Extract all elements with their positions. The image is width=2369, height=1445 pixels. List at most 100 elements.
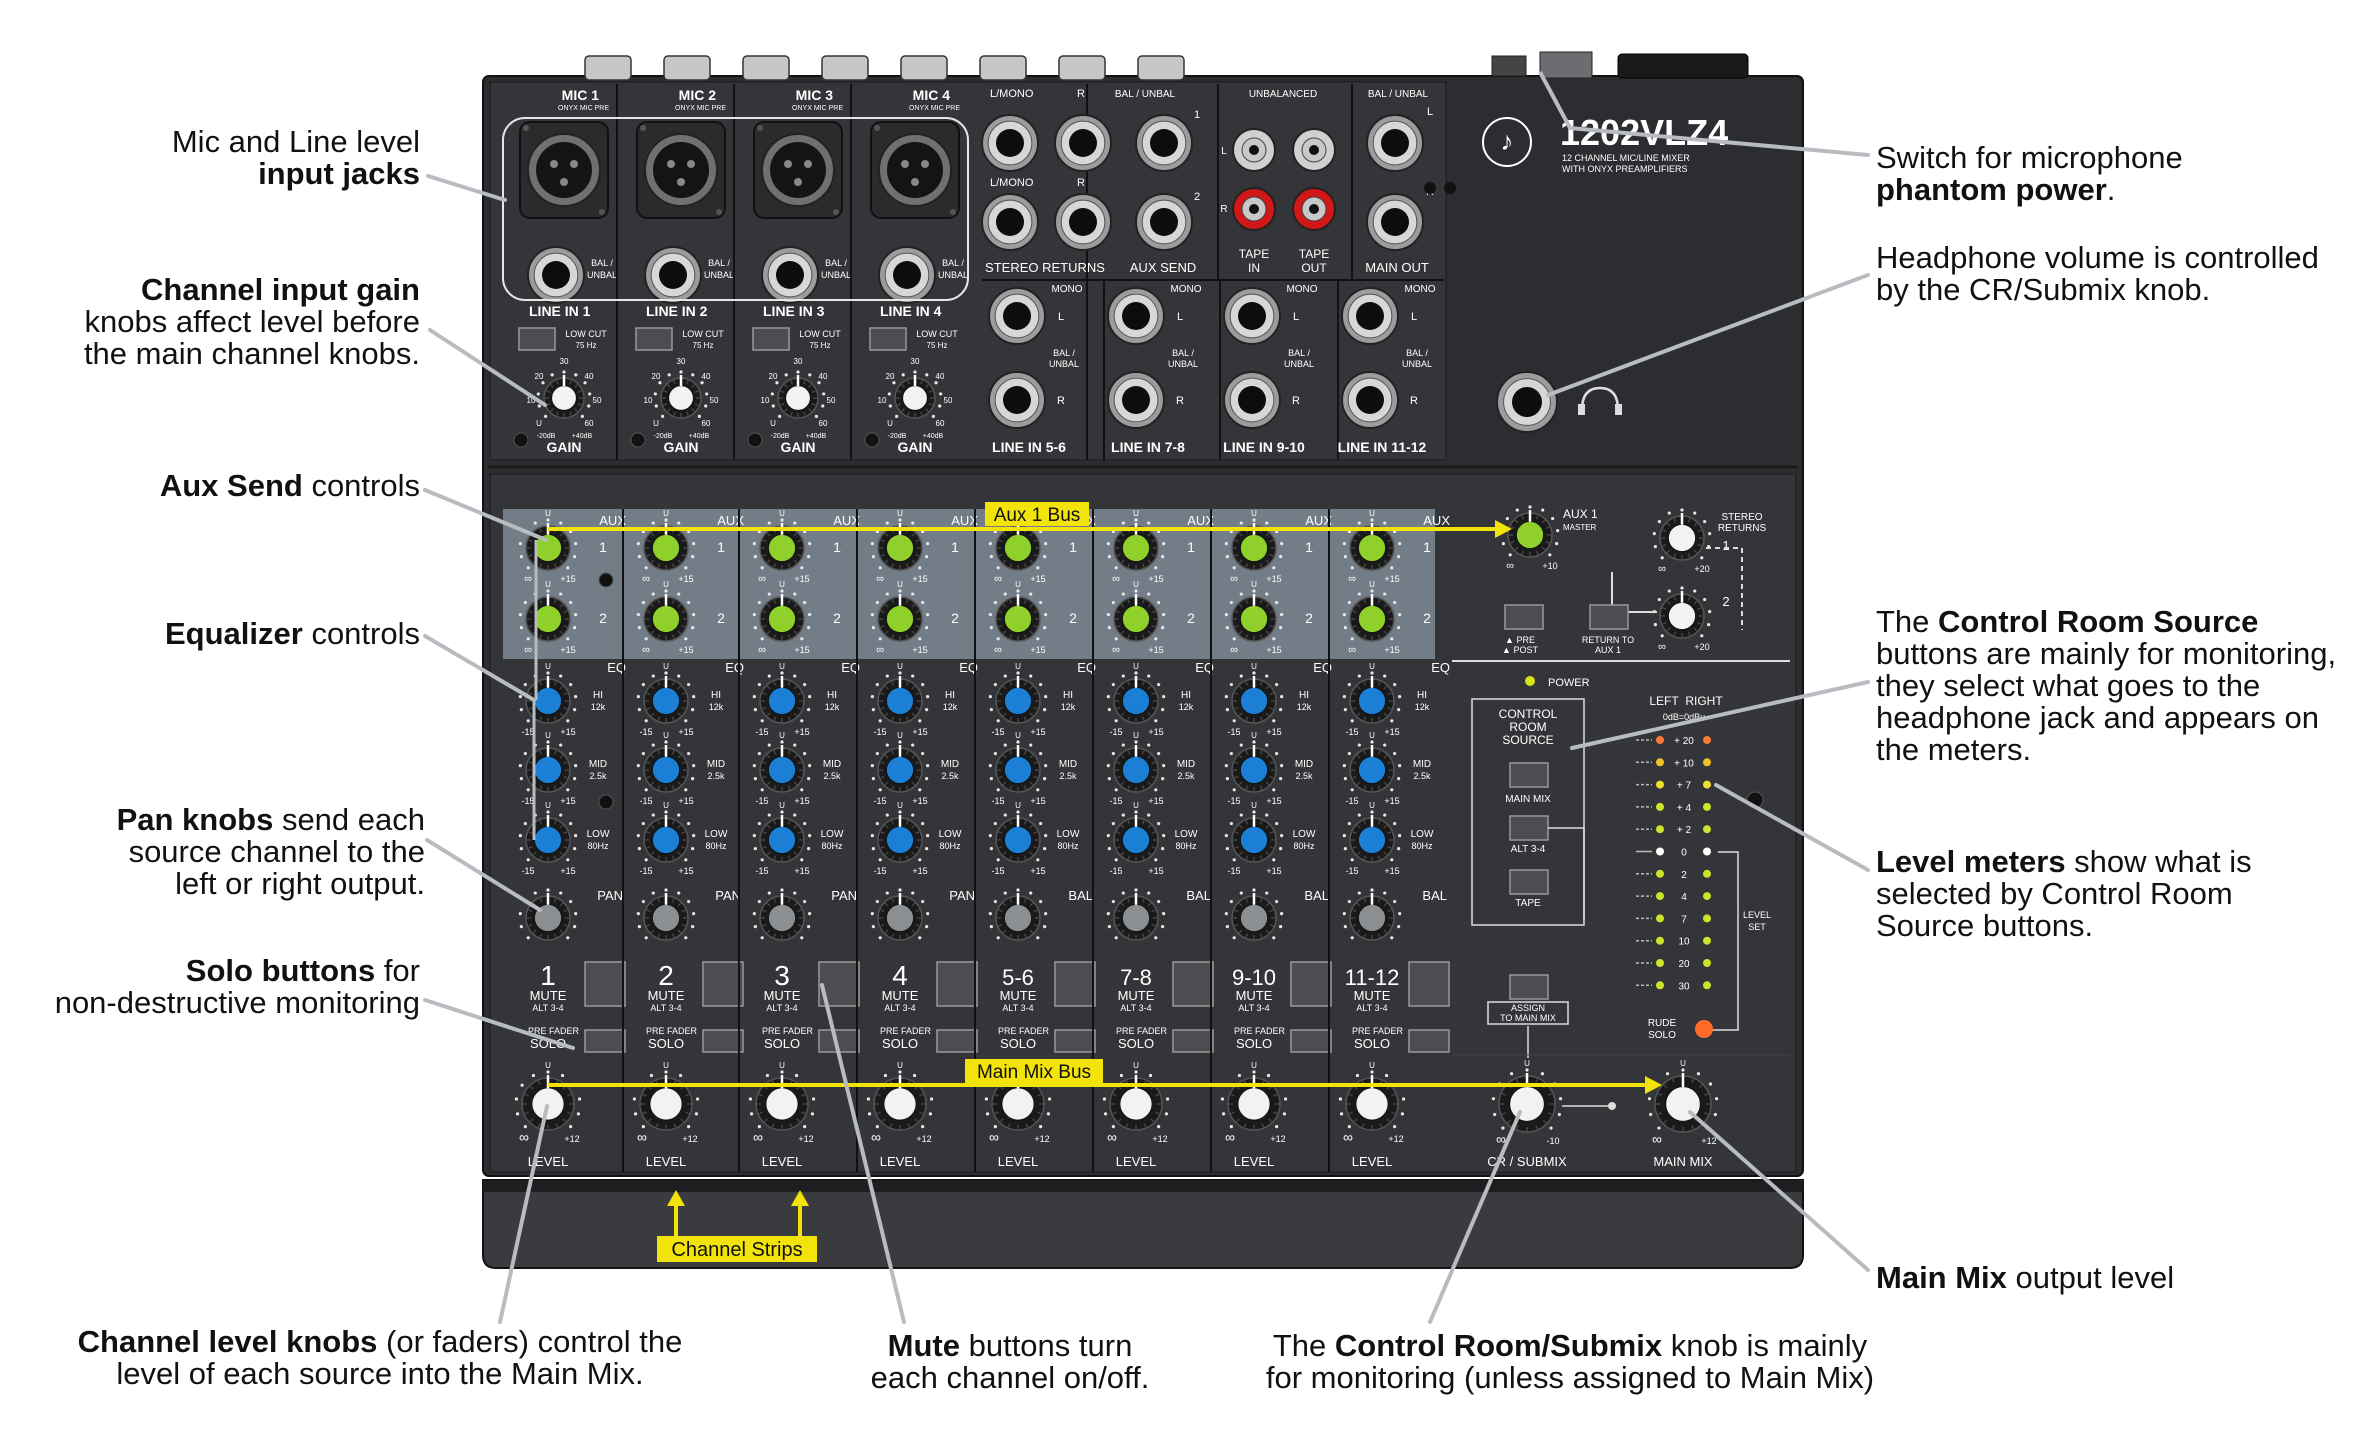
eq-low-knob[interactable] xyxy=(1342,810,1402,863)
aux1-knob[interactable] xyxy=(870,518,930,571)
aux1-master-knob[interactable] xyxy=(1500,505,1560,558)
mute-button[interactable] xyxy=(584,961,626,1007)
eq-hi-knob[interactable] xyxy=(1342,671,1402,724)
line-jack[interactable] xyxy=(878,246,936,304)
pre-post-button[interactable] xyxy=(1504,604,1544,630)
cr-submix-knob[interactable] xyxy=(1491,1068,1563,1133)
solo-button[interactable] xyxy=(584,1029,626,1053)
tape-in-rca[interactable] xyxy=(1232,128,1276,172)
pan-knob[interactable] xyxy=(1106,888,1166,941)
solo-button[interactable] xyxy=(936,1029,978,1053)
aux1-knob[interactable] xyxy=(1342,518,1402,571)
aux2-knob[interactable] xyxy=(1342,589,1402,642)
stereo-line-jack[interactable] xyxy=(1223,287,1281,345)
eq-low-knob[interactable] xyxy=(752,810,812,863)
xlr-jack[interactable] xyxy=(753,121,843,219)
xlr-jack[interactable] xyxy=(519,121,609,219)
eq-mid-knob[interactable] xyxy=(1224,740,1284,793)
stereo-line-jack[interactable] xyxy=(1107,371,1165,429)
level-knob[interactable] xyxy=(1338,1070,1406,1131)
eq-hi-knob[interactable] xyxy=(988,671,1048,724)
stereo-return-knob[interactable] xyxy=(1652,508,1712,561)
gain-knob[interactable] xyxy=(770,370,826,419)
eq-low-knob[interactable] xyxy=(1106,810,1166,863)
aux1-knob[interactable] xyxy=(1106,518,1166,571)
mute-button[interactable] xyxy=(936,961,978,1007)
stereo-return-jack[interactable] xyxy=(981,114,1039,172)
eq-mid-knob[interactable] xyxy=(752,740,812,793)
mute-button[interactable] xyxy=(1054,961,1096,1007)
eq-low-knob[interactable] xyxy=(1224,810,1284,863)
aux2-knob[interactable] xyxy=(870,589,930,642)
gain-knob[interactable] xyxy=(653,370,709,419)
cr-tape-button[interactable] xyxy=(1509,869,1549,895)
eq-hi-knob[interactable] xyxy=(1106,671,1166,724)
level-knob[interactable] xyxy=(1102,1070,1170,1131)
stereo-line-jack[interactable] xyxy=(1341,287,1399,345)
aux2-knob[interactable] xyxy=(752,589,812,642)
aux-send-jack[interactable] xyxy=(1135,193,1193,251)
eq-hi-knob[interactable] xyxy=(636,671,696,724)
aux1-knob[interactable] xyxy=(636,518,696,571)
return-to-aux-button[interactable] xyxy=(1589,604,1629,630)
solo-button[interactable] xyxy=(1054,1029,1096,1053)
low-cut-button[interactable] xyxy=(635,327,673,351)
pan-knob[interactable] xyxy=(636,888,696,941)
cr-alt34-button[interactable] xyxy=(1509,815,1549,841)
assign-button[interactable] xyxy=(1509,974,1549,1000)
eq-mid-knob[interactable] xyxy=(518,740,578,793)
pan-knob[interactable] xyxy=(870,888,930,941)
stereo-return-knob[interactable] xyxy=(1652,586,1712,639)
aux2-knob[interactable] xyxy=(1224,589,1284,642)
low-cut-button[interactable] xyxy=(869,327,907,351)
pan-knob[interactable] xyxy=(988,888,1048,941)
eq-mid-knob[interactable] xyxy=(870,740,930,793)
solo-button[interactable] xyxy=(1408,1029,1450,1053)
aux2-knob[interactable] xyxy=(1106,589,1166,642)
low-cut-button[interactable] xyxy=(518,327,556,351)
solo-button[interactable] xyxy=(702,1029,744,1053)
solo-button[interactable] xyxy=(1172,1029,1214,1053)
aux1-knob[interactable] xyxy=(1224,518,1284,571)
gain-knob[interactable] xyxy=(536,370,592,419)
eq-low-knob[interactable] xyxy=(988,810,1048,863)
tape-out-rca[interactable] xyxy=(1292,128,1336,172)
stereo-return-jack[interactable] xyxy=(1054,193,1112,251)
line-jack[interactable] xyxy=(761,246,819,304)
pan-knob[interactable] xyxy=(752,888,812,941)
eq-low-knob[interactable] xyxy=(636,810,696,863)
xlr-jack[interactable] xyxy=(870,121,960,219)
cr-main-mix-button[interactable] xyxy=(1509,762,1549,788)
eq-hi-knob[interactable] xyxy=(752,671,812,724)
mute-button[interactable] xyxy=(1290,961,1332,1007)
headphone-jack[interactable] xyxy=(1496,371,1558,433)
eq-hi-knob[interactable] xyxy=(1224,671,1284,724)
stereo-return-jack[interactable] xyxy=(981,193,1039,251)
tape-in-rca[interactable] xyxy=(1232,187,1276,231)
pan-knob[interactable] xyxy=(1342,888,1402,941)
main-out-jack[interactable] xyxy=(1366,193,1424,251)
low-cut-button[interactable] xyxy=(752,327,790,351)
eq-mid-knob[interactable] xyxy=(1106,740,1166,793)
main-mix-knob[interactable] xyxy=(1647,1068,1719,1133)
gain-knob[interactable] xyxy=(887,370,943,419)
stereo-return-jack[interactable] xyxy=(1054,114,1112,172)
level-knob[interactable] xyxy=(748,1070,816,1131)
aux1-knob[interactable] xyxy=(752,518,812,571)
mute-button[interactable] xyxy=(702,961,744,1007)
xlr-jack[interactable] xyxy=(636,121,726,219)
level-knob[interactable] xyxy=(866,1070,934,1131)
aux-send-jack[interactable] xyxy=(1135,114,1193,172)
eq-hi-knob[interactable] xyxy=(518,671,578,724)
stereo-line-jack[interactable] xyxy=(988,287,1046,345)
stereo-line-jack[interactable] xyxy=(988,371,1046,429)
line-jack[interactable] xyxy=(644,246,702,304)
main-out-jack[interactable] xyxy=(1366,114,1424,172)
stereo-line-jack[interactable] xyxy=(1341,371,1399,429)
eq-low-knob[interactable] xyxy=(870,810,930,863)
pan-knob[interactable] xyxy=(1224,888,1284,941)
eq-mid-knob[interactable] xyxy=(1342,740,1402,793)
tape-out-rca[interactable] xyxy=(1292,187,1336,231)
level-knob[interactable] xyxy=(984,1070,1052,1131)
stereo-line-jack[interactable] xyxy=(1107,287,1165,345)
